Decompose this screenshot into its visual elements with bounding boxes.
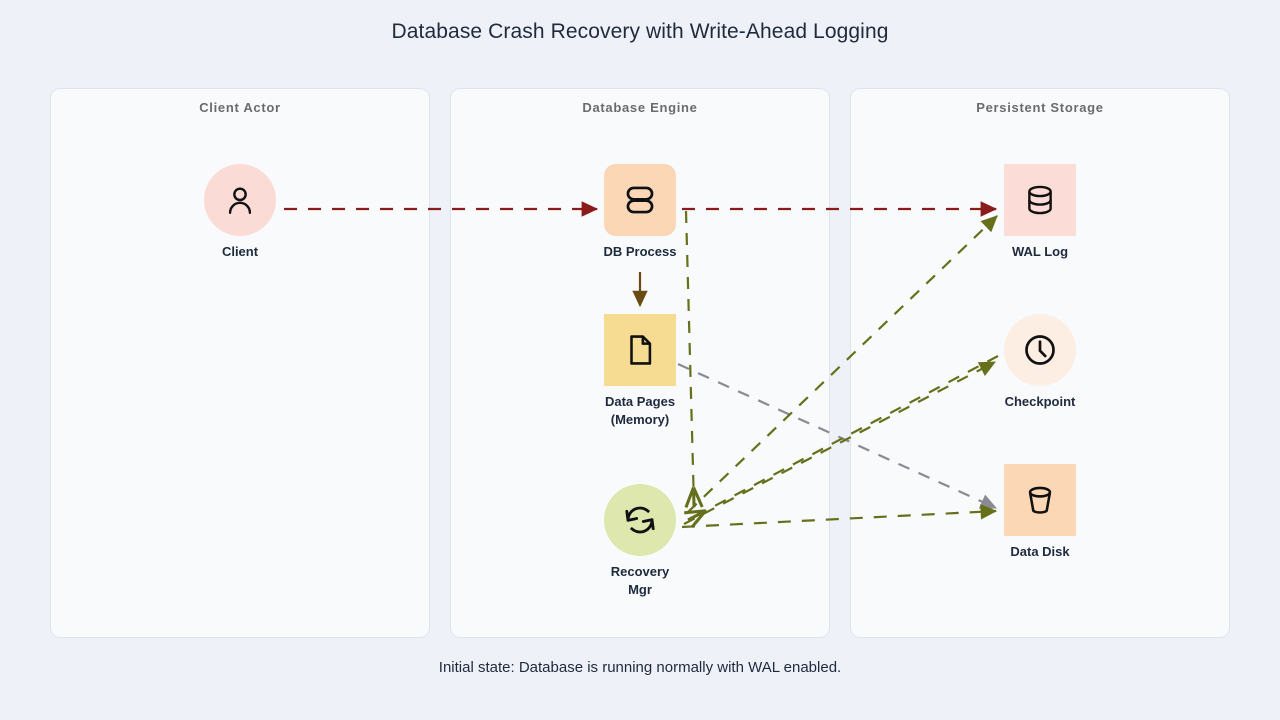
- node-wal-log-label: WAL Log: [1011, 244, 1069, 259]
- node-data-disk-shape: [1004, 464, 1076, 536]
- node-checkpoint[interactable]: Checkpoint: [975, 314, 1105, 411]
- refresh-icon: [625, 506, 655, 534]
- node-db-process-label: DB Process: [603, 244, 677, 259]
- node-db-process-shape: [604, 164, 676, 236]
- node-client-shape: [204, 164, 276, 236]
- user-icon: [228, 187, 252, 214]
- node-recovery-mgr-shape: [604, 484, 676, 556]
- node-data-pages-label: Data Pages (Memory): [604, 394, 676, 427]
- node-client-label: Client: [221, 244, 259, 259]
- node-checkpoint-label: Checkpoint: [1004, 394, 1076, 409]
- node-recovery-mgr[interactable]: Recovery Mgr: [575, 484, 705, 599]
- database-server-icon: [626, 186, 654, 214]
- database-cylinder-icon: [1028, 185, 1052, 215]
- lane-title-persistent-storage: Persistent Storage: [976, 100, 1104, 115]
- node-wal-log-shape: [1004, 164, 1076, 236]
- bucket-icon: [1028, 486, 1052, 514]
- file-icon: [630, 335, 652, 365]
- node-data-pages[interactable]: Data Pages (Memory): [575, 314, 705, 429]
- lane-title-database-engine: Database Engine: [582, 100, 698, 115]
- clock-icon: [1025, 335, 1055, 365]
- node-client[interactable]: Client: [175, 164, 305, 261]
- node-wal-log[interactable]: WAL Log: [975, 164, 1105, 261]
- node-db-process[interactable]: DB Process: [575, 164, 705, 261]
- node-data-disk-label: Data Disk: [1010, 544, 1070, 559]
- node-data-disk[interactable]: Data Disk: [975, 464, 1105, 561]
- node-recovery-mgr-label: Recovery Mgr: [610, 564, 670, 597]
- node-data-pages-shape: [604, 314, 676, 386]
- lane-title-client-actor: Client Actor: [199, 100, 281, 115]
- page-title: Database Crash Recovery with Write-Ahead…: [391, 20, 889, 43]
- caption-text: Initial state: Database is running norma…: [438, 659, 842, 676]
- node-checkpoint-shape: [1004, 314, 1076, 386]
